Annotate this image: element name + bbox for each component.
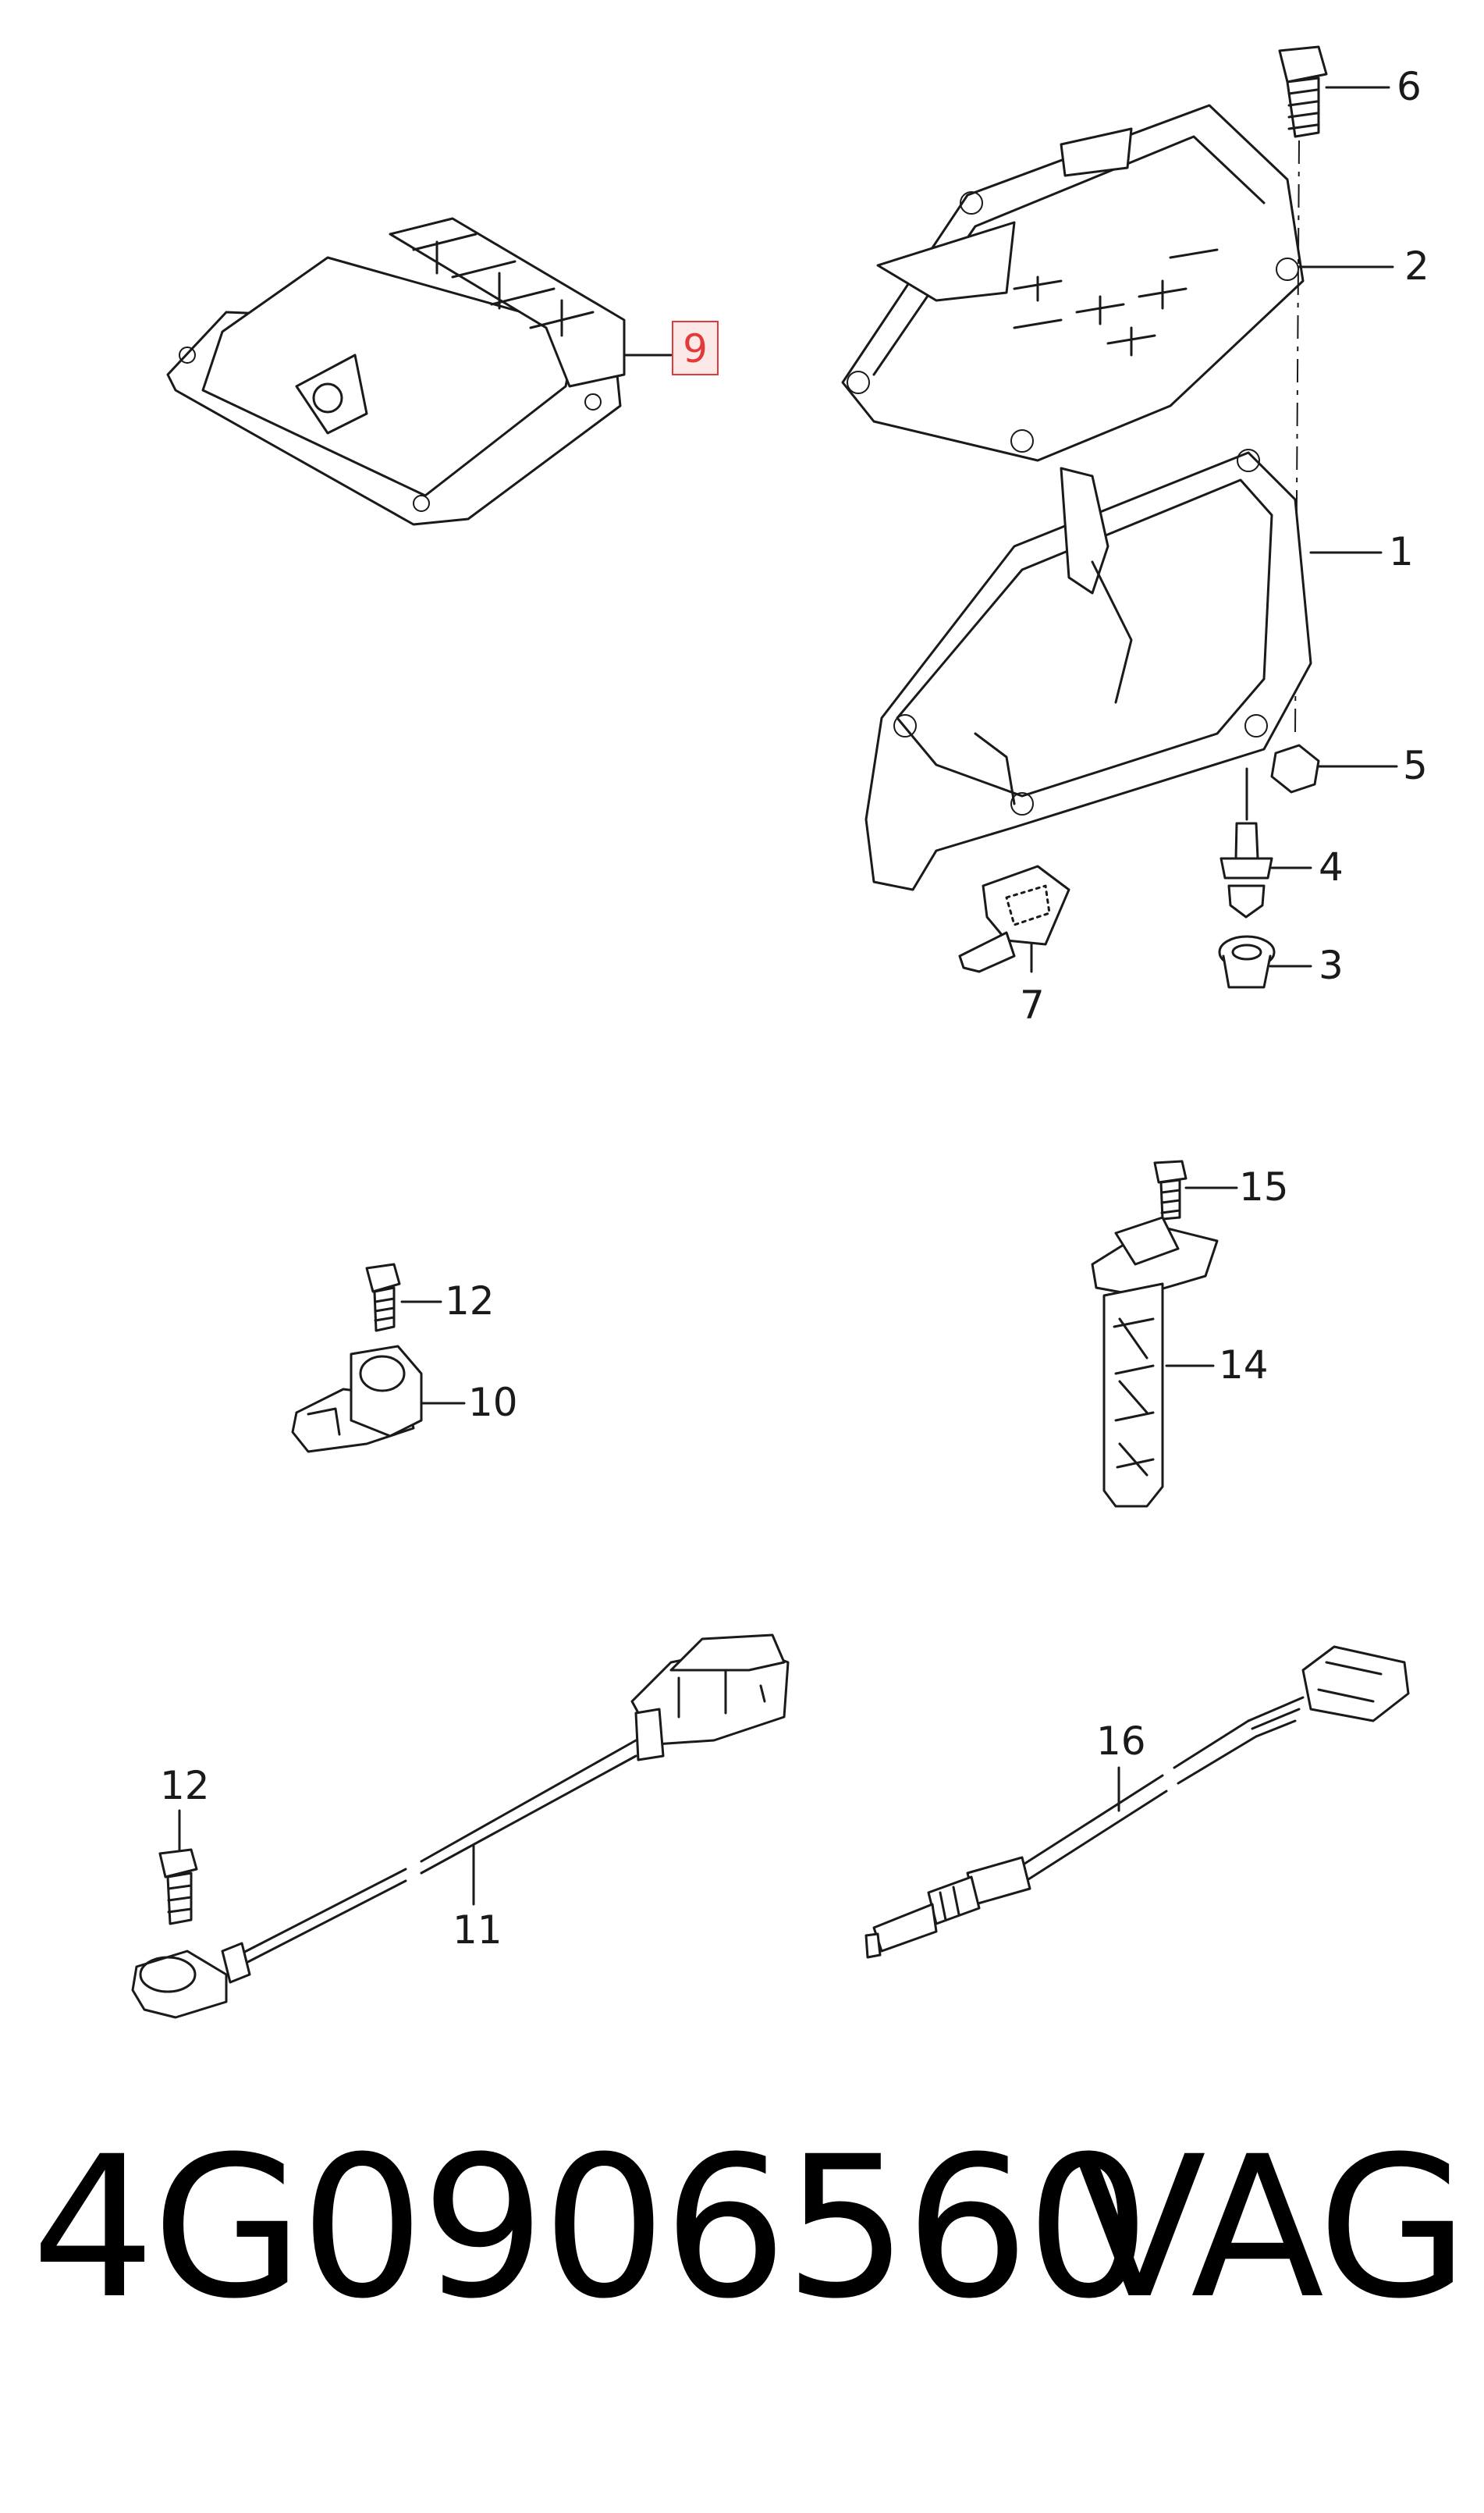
callout-4[interactable]: 4: [1319, 844, 1344, 890]
oxygen-sensor-16: 16: [864, 1645, 1410, 1959]
callout-16[interactable]: 16: [1096, 1719, 1146, 1764]
callout-12-lower[interactable]: 12: [160, 1763, 210, 1808]
callout-6[interactable]: 6: [1397, 64, 1422, 109]
callout-12-upper[interactable]: 12: [445, 1278, 495, 1324]
callout-9[interactable]: 9: [683, 326, 708, 371]
knock-sensor-10: 10: [291, 1345, 518, 1453]
drain-plug-7: 7: [958, 865, 1070, 1028]
nut-5: 5: [1270, 743, 1428, 794]
callout-2[interactable]: 2: [1404, 243, 1429, 289]
callout-1[interactable]: 1: [1389, 529, 1414, 574]
callout-5[interactable]: 5: [1403, 743, 1428, 788]
bolt-12-lower: 12: [158, 1763, 210, 1925]
callout-3[interactable]: 3: [1319, 943, 1344, 988]
callout-15[interactable]: 15: [1239, 1164, 1289, 1210]
part-number-label: 4G0906560: [31, 2114, 1150, 2341]
ecu-module: 9: [166, 217, 719, 526]
sensor-14: 14: [1091, 1216, 1269, 1508]
callout-7[interactable]: 7: [1020, 983, 1045, 1028]
lower-housing: 1: [864, 449, 1414, 891]
callout-10[interactable]: 10: [468, 1380, 518, 1425]
stud-4: 4: [1220, 767, 1344, 919]
knock-sensor-cable-11: 11: [131, 1633, 790, 2019]
callout-14[interactable]: 14: [1219, 1342, 1269, 1388]
screw-15: 15: [1153, 1160, 1289, 1221]
brand-label: VAG: [1073, 2114, 1468, 2341]
bolt-12-upper: 12: [365, 1263, 495, 1332]
housing-cover: 2: [841, 104, 1429, 462]
callout-9-highlight[interactable]: [672, 321, 719, 375]
callout-11[interactable]: 11: [453, 1907, 502, 1953]
grommet-3: 3: [1218, 935, 1344, 989]
